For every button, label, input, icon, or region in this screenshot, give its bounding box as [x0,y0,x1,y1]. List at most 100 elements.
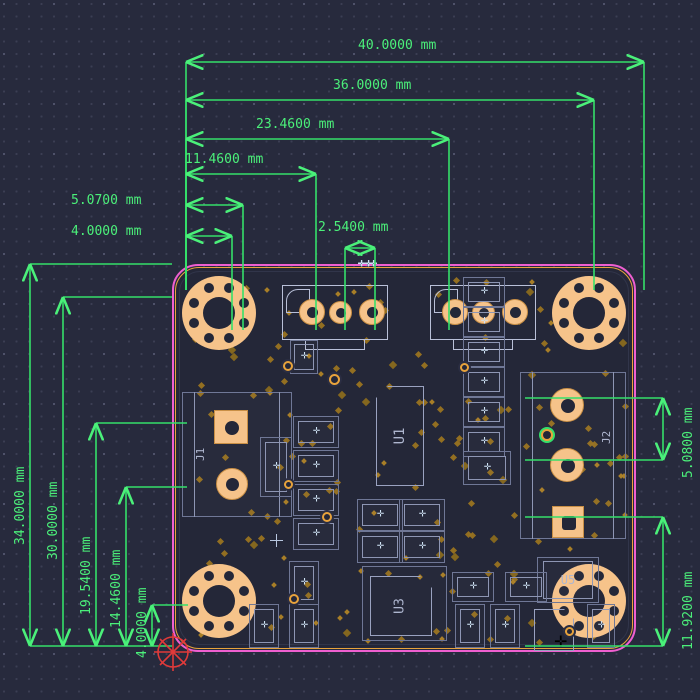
passive-component[interactable]: ✛ [298,455,334,477]
component-cross-icon: ✛ [364,259,372,270]
designator-u3: U3 [392,598,408,614]
connector-j2-body[interactable] [520,372,626,539]
drill [561,459,575,473]
ic-u3[interactable] [370,576,432,636]
passive-component[interactable]: ✛ [468,342,500,362]
mounting-hole-top-right[interactable] [552,276,626,350]
passive-component[interactable]: ✛ [404,536,440,558]
passive-component[interactable]: ✛ [404,504,440,526]
passive-component[interactable]: ✛ [468,402,500,422]
pad-j3-3[interactable] [359,299,385,325]
ic-u5-courtyard [537,557,599,603]
component-cross-icon: ✛ [480,286,488,297]
passive-component[interactable]: ✛ [510,577,542,597]
via[interactable] [563,625,576,638]
connector-j1-inner [194,392,280,517]
passive-component[interactable]: ✛ [254,609,274,643]
passive-component[interactable]: ✛ [294,344,314,370]
passive-component[interactable]: ✛ [298,489,334,511]
via-drill [286,482,291,487]
passive-component[interactable]: ✛ [298,523,334,545]
via-j2-ground[interactable] [539,427,555,443]
passive-component[interactable]: ✛ [370,260,377,269]
passive-component[interactable]: ✛ [358,260,365,269]
via-drill [285,363,291,369]
via[interactable] [287,592,301,606]
component-courtyard [293,484,339,516]
fiducial-cross-icon [270,534,283,547]
component-cross-icon: ✛ [480,436,488,447]
component-courtyard [505,572,547,602]
component-courtyard [463,337,505,367]
via[interactable] [327,372,342,387]
drill [479,308,489,318]
passive-component[interactable]: ✛ [495,609,515,643]
designator-j1: J1 [194,447,207,461]
passive-component[interactable]: ✛ [468,312,500,332]
mount-vent-hole [238,318,249,329]
passive-component[interactable]: ✛ [468,456,506,480]
passive-component[interactable]: ✛ [468,432,500,452]
passive-component[interactable]: ✛ [362,536,398,558]
via[interactable] [282,478,295,491]
component-courtyard [463,397,505,427]
pad-j2-1[interactable] [550,388,584,422]
pad-j1-1[interactable] [214,410,248,444]
passive-component[interactable]: ✛ [457,577,489,597]
mount-vent-hole [203,283,214,294]
mount-bore [573,297,605,329]
dim-label-30: 30.0000 mm [46,481,61,560]
component-cross-icon: ✛ [466,620,474,631]
dim-label-34: 34.0000 mm [13,466,28,545]
passive-component[interactable]: ✛ [294,609,314,643]
via[interactable] [320,510,334,524]
component-courtyard [463,367,505,397]
component-cross-icon: ✛ [312,528,320,539]
drill [336,308,346,318]
passive-component[interactable]: ✛ [265,442,287,492]
drill [450,307,461,318]
mount-vent-hole [189,606,200,617]
pad-j1-2[interactable] [216,468,248,500]
pad-j4-3[interactable] [502,299,528,325]
passive-component[interactable]: ✛ [468,282,500,302]
component-cross-icon: ✛ [480,316,488,327]
pad-j3-2[interactable] [329,301,352,324]
designator-u1: U1 [392,427,408,445]
component-cross-icon: ✛ [418,509,426,520]
mounting-hole-bottom-left[interactable] [182,564,256,638]
via[interactable] [458,361,471,374]
passive-component[interactable]: ✛ [294,566,314,600]
component-courtyard [463,277,505,307]
ic-u1[interactable] [376,386,424,486]
dim-label-4-horizontal: 4.0000 mm [71,224,142,239]
via[interactable] [281,359,295,373]
dim-label-2-54: 2.5400 mm [318,220,389,235]
pcb-board[interactable]: J1 J2 U1 U3 U5 ✛✛✛✛✛✛✛✛✛✛✛✛✛✛✛✛✛✛✛✛✛✛✛✛✛… [172,260,636,652]
pad-j2-2[interactable] [550,448,584,482]
mount-vent-hole [594,283,605,294]
passive-component[interactable]: ✛ [362,504,398,526]
board-keepout [179,271,629,645]
passive-component[interactable]: ✛ [592,609,610,643]
component-cross-icon: ✛ [272,461,280,472]
passive-component[interactable]: ✛ [460,609,480,643]
passive-component[interactable]: ✛ [298,421,334,443]
drill [561,399,575,413]
component-cross-icon: ✛ [312,460,320,471]
passive-component[interactable]: ✛ [468,372,500,392]
via-drill [324,514,330,520]
component-courtyard [293,416,339,448]
ic-u5[interactable] [543,561,593,599]
pad-j3-1[interactable] [299,299,325,325]
component-cross-icon: ✛ [522,581,530,592]
pad-j2-3[interactable] [552,506,584,538]
mount-vent-hole [224,571,235,582]
mounting-hole-top-left[interactable] [182,276,256,350]
passive-component[interactable]: ✛ [365,260,372,269]
mount-vent-hole [608,297,619,308]
component-cross-icon: ✛ [480,376,488,387]
header-top-right-tab [453,340,513,350]
component-cross-icon: ✛ [369,259,377,270]
